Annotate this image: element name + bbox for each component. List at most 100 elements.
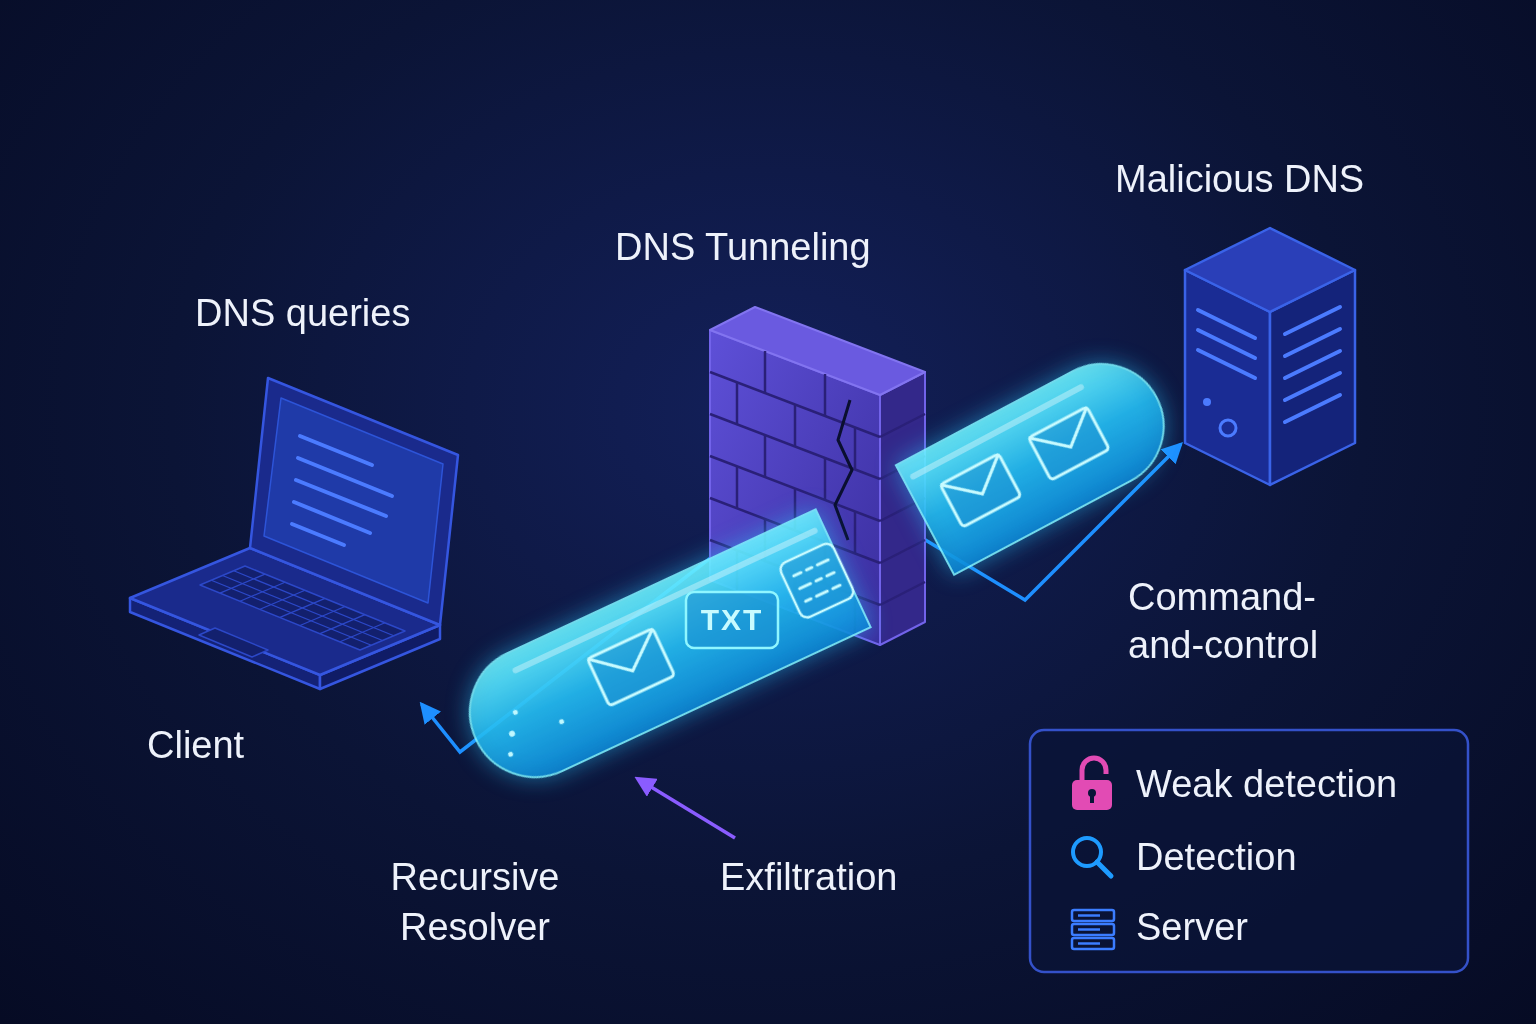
edge-label: Command- and-control [1128, 573, 1368, 669]
laptop-illustration [292, 436, 392, 545]
tunnel-tube [512, 709, 519, 716]
tunnel-tube [794, 573, 801, 576]
laptop-illustration [320, 615, 365, 634]
firewall-wall [854, 511, 857, 553]
laptop-illustration [220, 574, 265, 593]
server-icon [1072, 924, 1114, 935]
server-illustration [1198, 350, 1255, 378]
node-heading: DNS queries [195, 291, 410, 337]
tunnel-tube [587, 628, 674, 706]
server-icon [1072, 910, 1114, 949]
server-illustration [1285, 395, 1340, 422]
tunnel-tube [449, 509, 871, 798]
laptop-illustration [280, 598, 325, 617]
firewall-wall [764, 351, 767, 393]
legend-text: Server [1136, 905, 1248, 951]
tunnel-tube [833, 585, 840, 588]
tunnel-tube [940, 454, 1011, 510]
tunnel-tube [816, 578, 821, 581]
firewall-wall [880, 582, 925, 605]
laptop-illustration [250, 378, 458, 625]
tunnel-glow [449, 509, 871, 798]
server-illustration [1285, 307, 1340, 334]
tunnel-tube [940, 454, 1021, 527]
laptop-illustration [260, 590, 305, 609]
tunnel-tube [806, 567, 811, 570]
tunnel-tube [816, 591, 827, 596]
server-icon [1078, 928, 1100, 931]
tunnel-tube [778, 541, 856, 620]
tunnel-tube [516, 531, 815, 670]
tunnel-tube [1029, 407, 1110, 480]
firewall-wall [736, 382, 739, 424]
firewall-box: DNS Tunneling [710, 305, 925, 645]
server-illustration [1185, 228, 1355, 485]
node-heading: DNS Tunneling [615, 225, 871, 271]
server-icon [1078, 914, 1100, 917]
server-illustration [1285, 329, 1340, 356]
resolver-label: Recursive Resolver [366, 852, 584, 952]
tunnel-glow [449, 509, 871, 798]
server-icon [1072, 910, 1114, 921]
tunnel-tube [794, 560, 840, 601]
tunnel-tube [1029, 407, 1100, 463]
lock-icon [1082, 758, 1106, 782]
legend-text: Detection [1136, 835, 1297, 881]
firewall-wall [880, 540, 925, 563]
tunnel-tube [508, 730, 516, 738]
laptop-illustration [296, 480, 386, 516]
lock-icon [1072, 758, 1112, 810]
firewall-wall [824, 374, 827, 416]
firewall-wall [824, 458, 827, 500]
tunnel-tube [817, 560, 828, 565]
record-type-label: TXT [686, 592, 778, 648]
client-laptop: DNS queriesClient [125, 375, 455, 705]
txt-badge [686, 592, 778, 648]
firewall-wall [764, 435, 767, 477]
server-illustration [1198, 307, 1340, 422]
tunnel-glow [896, 342, 1186, 574]
legend-frame [1030, 730, 1468, 972]
laptop-illustration [130, 378, 458, 689]
tunnel-tube [896, 342, 1186, 574]
server-box: Malicious DNS [1180, 225, 1360, 485]
exfiltration-arrow [638, 779, 735, 838]
laptop-illustration [300, 607, 345, 626]
magnifier-icon [1097, 862, 1111, 876]
firewall-wall [736, 466, 739, 508]
server-illustration [1285, 373, 1340, 400]
laptop-illustration [240, 582, 285, 601]
laptop-illustration [298, 458, 392, 496]
server-icon [1072, 938, 1114, 949]
firewall-wall [794, 404, 797, 446]
tunnel-tube [587, 628, 665, 686]
server-icon [1078, 942, 1100, 945]
node-label: Client [147, 723, 244, 769]
server-illustration [1285, 351, 1340, 378]
tunnel-tube [896, 342, 1186, 574]
laptop-illustration [211, 580, 371, 645]
tunnel-tube [800, 584, 811, 589]
tunnel-tube [507, 751, 514, 758]
laptop-illustration [264, 398, 443, 603]
laptop-illustration [199, 628, 268, 657]
laptop-illustration [300, 436, 372, 465]
firewall-wall [835, 400, 852, 540]
tunnel-glow [896, 342, 1186, 574]
firewall-wall [710, 307, 925, 395]
server-illustration [1185, 228, 1355, 312]
server-illustration [1220, 420, 1236, 436]
node-heading: Malicious DNS [1115, 157, 1364, 203]
legend-text: Weak detection [1136, 762, 1397, 808]
exfiltration-label: Exfiltration [720, 852, 897, 902]
laptop-illustration [292, 524, 344, 545]
laptop-illustration [340, 623, 385, 642]
tunnel-tube [827, 573, 834, 576]
magnifier-icon [1073, 838, 1111, 876]
lock-icon [1090, 794, 1094, 803]
firewall-wall [854, 427, 857, 469]
tunnel-tube [806, 599, 811, 602]
tunnel-tube [449, 509, 871, 798]
